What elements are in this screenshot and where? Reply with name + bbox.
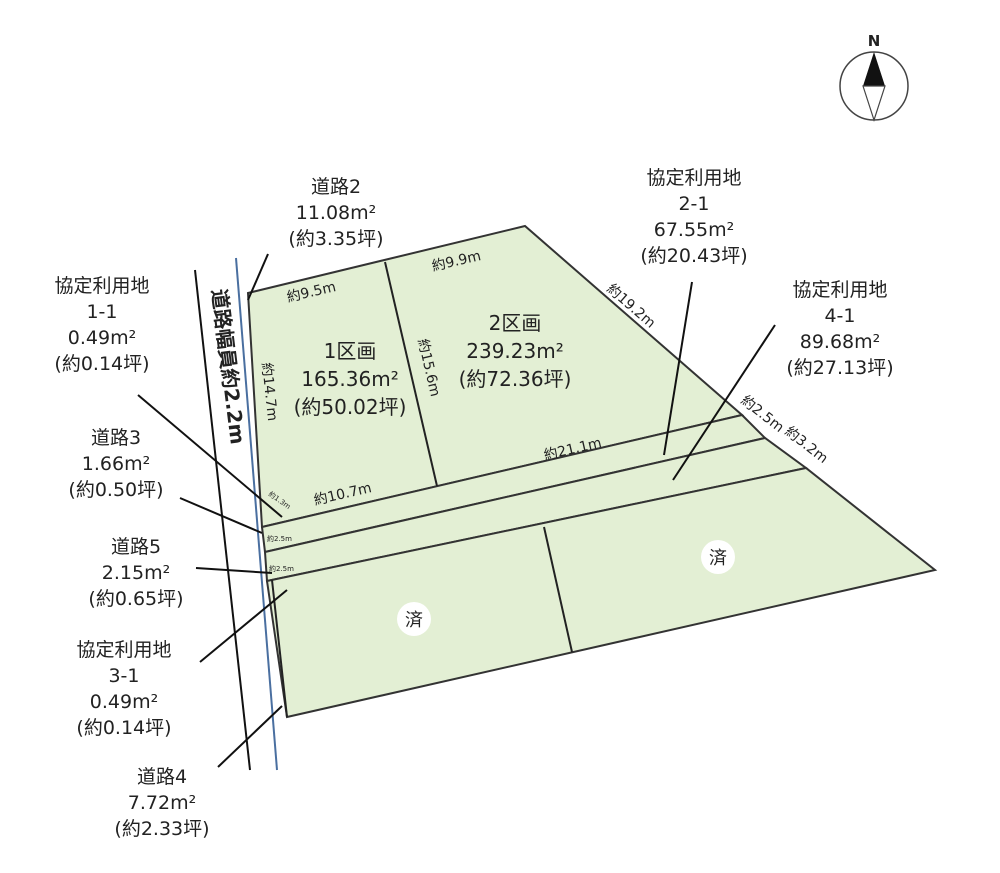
road4-tsubo: (約2.33坪) — [114, 818, 209, 840]
kyotei-3-1-tsubo: (約0.14坪) — [76, 717, 171, 739]
road3-tsubo: (約0.50坪) — [68, 479, 163, 501]
callout-kyotei-3-1: 協定利用地 3-1 0.49m² (約0.14坪) — [76, 639, 171, 739]
kyotei-4-1-tsubo: (約27.13坪) — [786, 357, 893, 379]
road5-name: 道路5 — [111, 536, 161, 558]
parcel-lower — [265, 466, 938, 719]
lot1-tsubo: (約50.02坪) — [294, 395, 407, 419]
sold-badge-lower-left: 済 — [397, 602, 431, 636]
kyotei-1-1-id: 1-1 — [86, 301, 117, 323]
road2-name: 道路2 — [311, 176, 361, 198]
kyotei-3-1-id: 3-1 — [108, 665, 139, 687]
dim-lot1-left: 約14.7m — [258, 362, 280, 422]
callout-road5: 道路5 2.15m² (約0.65坪) — [88, 536, 183, 610]
north-arrow-icon: N — [839, 32, 909, 122]
road2-area: 11.08m² — [296, 202, 377, 224]
callout-kyotei-2-1: 協定利用地 2-1 67.55m² (約20.43坪) — [640, 167, 747, 267]
lot1-label: 1区画 165.36m² (約50.02坪) — [294, 339, 407, 419]
callout-kyotei-4-1: 協定利用地 4-1 89.68m² (約27.13坪) — [786, 279, 893, 379]
sold-label: 済 — [709, 548, 727, 569]
lower-divider-line — [543, 526, 573, 653]
kyotei-2-1-tsubo: (約20.43坪) — [640, 245, 747, 267]
lot2-name: 2区画 — [489, 311, 542, 335]
sold-label: 済 — [405, 610, 423, 631]
road3-name: 道路3 — [91, 427, 141, 449]
main-road-width-label: 道路幅員約2.2m — [207, 288, 250, 446]
kyotei-4-1-area: 89.68m² — [800, 331, 881, 353]
parcels — [246, 224, 938, 719]
road4-name: 道路4 — [137, 766, 187, 788]
kyotei-3-1-area: 0.49m² — [90, 691, 158, 713]
callout-road2: 道路2 11.08m² (約3.35坪) — [288, 176, 383, 250]
lot2-area: 239.23m² — [466, 339, 563, 363]
small-dim-2: 約2.5m — [267, 534, 292, 543]
leader-lines — [137, 253, 776, 768]
callout-road3: 道路3 1.66m² (約0.50坪) — [68, 427, 163, 501]
lot2-label: 2区画 239.23m² (約72.36坪) — [459, 311, 572, 391]
road5-area: 2.15m² — [102, 562, 170, 584]
lot1-area: 165.36m² — [301, 367, 398, 391]
kyotei-3-1-name: 協定利用地 — [76, 639, 171, 661]
kyotei-1-1-area: 0.49m² — [68, 327, 136, 349]
road-edge-inner — [271, 579, 288, 718]
lot2-tsubo: (約72.36坪) — [459, 367, 572, 391]
north-label: N — [868, 32, 881, 50]
lot1-name: 1区画 — [324, 339, 377, 363]
kyotei-2-1-name: 協定利用地 — [646, 167, 741, 189]
lot-divider-line — [384, 261, 438, 487]
kyotei-1-1-tsubo: (約0.14坪) — [54, 353, 149, 375]
kyotei-2-1-area: 67.55m² — [654, 219, 735, 241]
road5-tsubo: (約0.65坪) — [88, 588, 183, 610]
callout-kyotei-1-1: 協定利用地 1-1 0.49m² (約0.14坪) — [54, 275, 149, 375]
sold-badge-lower-right: 済 — [701, 540, 735, 574]
road4-area: 7.72m² — [128, 792, 196, 814]
kyotei-2-1-id: 2-1 — [678, 193, 709, 215]
road3-area: 1.66m² — [82, 453, 150, 475]
kyotei-1-1-name: 協定利用地 — [54, 275, 149, 297]
small-dim-3: 約2.5m — [269, 564, 294, 573]
road2-tsubo: (約3.35坪) — [288, 228, 383, 250]
kyotei-4-1-id: 4-1 — [824, 305, 855, 327]
callout-road4: 道路4 7.72m² (約2.33坪) — [114, 766, 209, 840]
kyotei-4-1-name: 協定利用地 — [792, 279, 887, 301]
